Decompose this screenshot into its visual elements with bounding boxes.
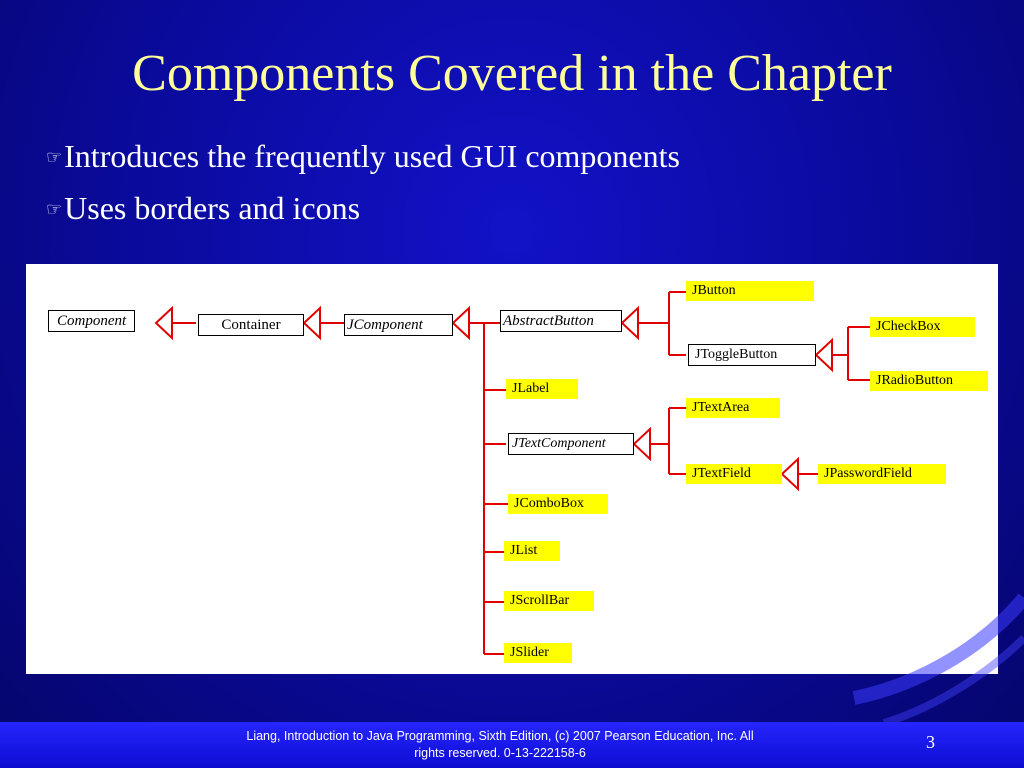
copyright-line-2: rights reserved. 0-13-222158-6 <box>414 746 586 760</box>
copyright-line-1: Liang, Introduction to Java Programming,… <box>246 729 754 743</box>
pointing-hand-icon: ☞ <box>46 199 63 220</box>
node-jtogglebutton: JToggleButton <box>688 344 816 366</box>
node-jtextfield: JTextField <box>686 464 782 484</box>
node-container: Container <box>198 314 304 336</box>
slide-title: Components Covered in the Chapter <box>132 45 892 102</box>
bullet-item: ☞Uses borders and icons <box>46 188 360 230</box>
bullet-text: Introduces the frequently used GUI compo… <box>64 138 680 174</box>
node-jcomponent: JComponent <box>344 314 453 336</box>
class-hierarchy-diagram: Component Container JComponent AbstractB… <box>26 264 998 674</box>
slide-footer: Liang, Introduction to Java Programming,… <box>0 722 1024 768</box>
node-jcheckbox: JCheckBox <box>870 317 975 337</box>
node-jslider: JSlider <box>504 643 572 663</box>
node-component: Component <box>48 310 136 332</box>
pointing-hand-icon: ☞ <box>46 147 63 168</box>
node-jlist: JList <box>504 541 560 561</box>
node-jcombobox: JComboBox <box>508 494 608 514</box>
node-jscrollbar: JScrollBar <box>504 591 594 611</box>
node-jtextarea: JTextArea <box>686 398 780 418</box>
bullet-text: Uses borders and icons <box>64 190 361 226</box>
copyright-text: Liang, Introduction to Java Programming,… <box>190 728 810 762</box>
node-jpasswordfield: JPasswordField <box>818 464 946 484</box>
node-jtextcomponent: JTextComponent <box>508 433 634 455</box>
node-abstractbutton: AbstractButton <box>500 310 622 332</box>
page-number: 3 <box>926 732 935 752</box>
node-jbutton: JButton <box>686 281 814 301</box>
connector-lines <box>154 291 870 655</box>
bullet-item: ☞Introduces the frequently used GUI comp… <box>46 136 680 178</box>
node-jlabel: JLabel <box>506 379 578 399</box>
node-jradiobutton: JRadioButton <box>870 371 988 391</box>
